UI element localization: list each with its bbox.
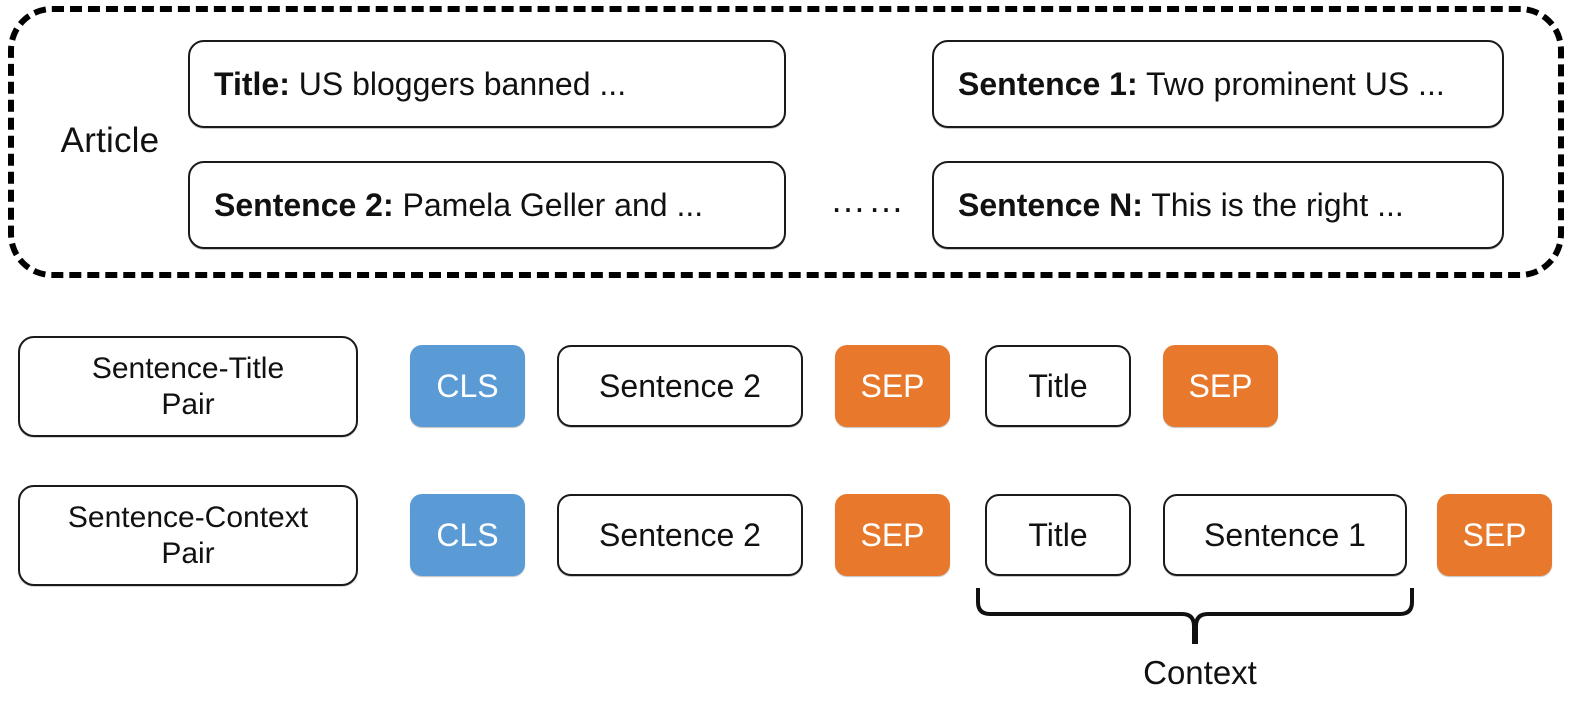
- article-ellipsis: ……: [830, 179, 906, 220]
- row1-token-title-text: Title: [1028, 368, 1088, 404]
- row1-token-title: Title: [985, 345, 1131, 427]
- row1-token-sep-2-text: SEP: [1188, 368, 1253, 404]
- article-title-text: Title: US bloggers banned ...: [214, 65, 626, 103]
- row1-token-cls-text: CLS: [436, 368, 499, 404]
- row2-token-sentence-2: Sentence 2: [557, 494, 803, 576]
- row2-token-title-text: Title: [1028, 517, 1088, 553]
- row2-token-sentence-1: Sentence 1: [1163, 494, 1407, 576]
- article-sentence-n-text: Sentence N: This is the right ...: [958, 186, 1404, 224]
- article-sentence-1-cell: Sentence 1: Two prominent US ...: [932, 40, 1504, 128]
- row2-token-title: Title: [985, 494, 1131, 576]
- row1-token-cls: CLS: [410, 345, 525, 427]
- row2-token-sep-1: SEP: [835, 494, 950, 576]
- article-sentence-2-cell: Sentence 2: Pamela Geller and ...: [188, 161, 786, 249]
- row2-token-sentence-2-text: Sentence 2: [599, 517, 761, 553]
- sentence-context-pair-line1: Sentence-Context: [67, 500, 309, 534]
- article-title-cell: Title: US bloggers banned ...: [188, 40, 786, 128]
- article-sentence-2-text: Sentence 2: Pamela Geller and ...: [214, 186, 703, 224]
- context-brace: [975, 586, 1415, 646]
- article-sentence-1-prefix: Sentence 1:: [958, 66, 1138, 102]
- row1-token-sep-1-text: SEP: [860, 368, 925, 404]
- sentence-context-pair-line2: Pair: [161, 536, 215, 570]
- context-label: Context: [1143, 654, 1257, 691]
- row2-token-sentence-1-text: Sentence 1: [1204, 517, 1366, 553]
- row2-token-cls-text: CLS: [436, 517, 499, 553]
- article-sentence-n-rest: This is the right ...: [1142, 187, 1404, 223]
- article-dashed-frame: [8, 6, 1564, 278]
- article-title-prefix: Title:: [214, 66, 290, 102]
- row1-token-sentence-2: Sentence 2: [557, 345, 803, 427]
- row2-token-sep-2: SEP: [1437, 494, 1552, 576]
- article-sentence-2-prefix: Sentence 2:: [214, 187, 394, 223]
- article-sentence-1-text: Sentence 1: Two prominent US ...: [958, 65, 1445, 103]
- sentence-title-pair-line2: Pair: [161, 387, 215, 421]
- article-sentence-n-cell: Sentence N: This is the right ...: [932, 161, 1504, 249]
- article-sentence-n-prefix: Sentence N:: [958, 187, 1143, 223]
- sentence-title-pair-line1: Sentence-Title: [91, 351, 285, 385]
- article-label: Article: [60, 121, 160, 160]
- row2-token-sep-2-text: SEP: [1462, 517, 1527, 553]
- row1-token-sep-2: SEP: [1163, 345, 1278, 427]
- article-sentence-2-rest: Pamela Geller and ...: [393, 187, 704, 223]
- row2-token-cls: CLS: [410, 494, 525, 576]
- article-sentence-1-rest: Two prominent US ...: [1137, 66, 1445, 102]
- row2-token-sep-1-text: SEP: [860, 517, 925, 553]
- row1-token-sep-1: SEP: [835, 345, 950, 427]
- article-title-rest: US bloggers banned ...: [289, 66, 627, 102]
- row1-token-sentence-2-text: Sentence 2: [599, 368, 761, 404]
- context-brace-svg: [976, 586, 1414, 646]
